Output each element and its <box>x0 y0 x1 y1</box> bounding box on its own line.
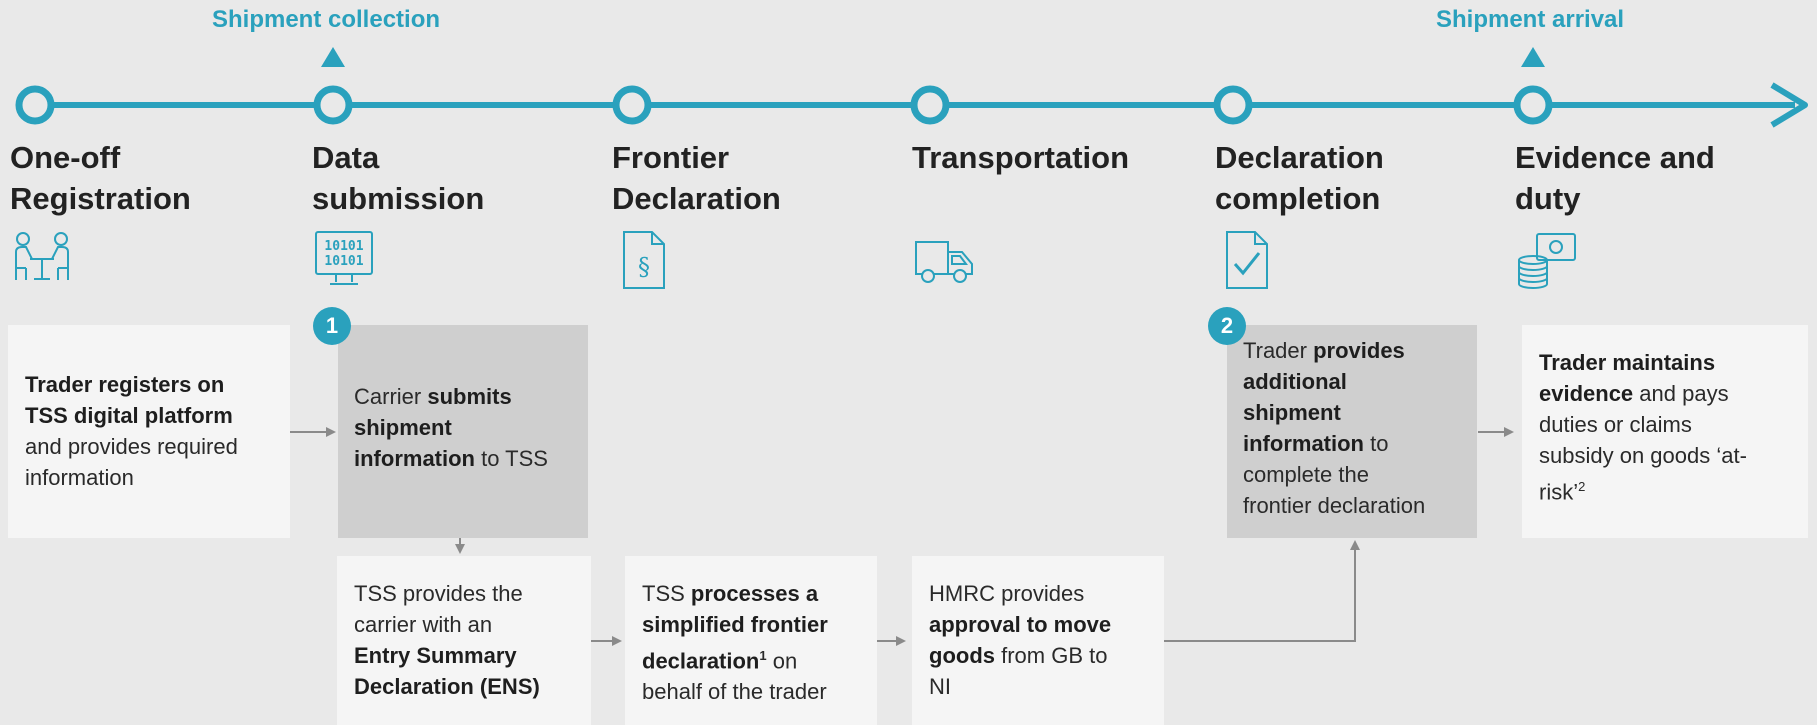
document-checkmark-icon <box>1226 231 1268 289</box>
timeline-node-transportation <box>910 85 950 125</box>
box-tss-provides-ens: TSS provides the carrier with an Entry S… <box>337 556 591 725</box>
binary-monitor-icon: 10101 10101 <box>315 231 373 285</box>
step-badge-1: 1 <box>313 307 351 345</box>
timeline-node-frontier-declaration <box>612 85 652 125</box>
meeting-people-icon <box>15 232 69 280</box>
svg-text:10101: 10101 <box>324 239 363 254</box>
timeline-node-registration <box>15 85 55 125</box>
box-trader-completes-declaration: Trader provides additional shipment info… <box>1227 325 1477 538</box>
box-hmrc-approval: HMRC provides approval to move goods fro… <box>912 556 1164 725</box>
svg-text:§: § <box>638 253 650 281</box>
collection-marker-triangle <box>321 47 345 67</box>
truck-icon <box>915 241 973 283</box>
timeline-arrowhead <box>1770 82 1808 128</box>
box-carrier-submits: Carrier submits shipment information to … <box>338 325 588 538</box>
money-coins-icon <box>1518 233 1576 289</box>
legal-document-icon: § <box>623 231 665 289</box>
stage-title-transportation: Transportation <box>912 140 1130 175</box>
marker-shipment-collection: Shipment collection <box>212 6 441 33</box>
marker-shipment-arrival: Shipment arrival <box>1436 6 1625 33</box>
timeline-node-evidence <box>1513 85 1553 125</box>
arrival-marker-triangle <box>1521 47 1545 67</box>
box-trader-maintains-evidence: Trader maintains evidence and pays dutie… <box>1522 325 1808 538</box>
box-simplified-frontier-declaration: TSS processes a simplified frontier decl… <box>625 556 877 725</box>
timeline-node-data-submission <box>313 85 353 125</box>
svg-text:10101: 10101 <box>324 254 363 269</box>
box-trader-registers: Trader registers on TSS digital platform… <box>8 325 290 538</box>
timeline-node-declaration-completion <box>1213 85 1253 125</box>
step-badge-2: 2 <box>1208 307 1246 345</box>
